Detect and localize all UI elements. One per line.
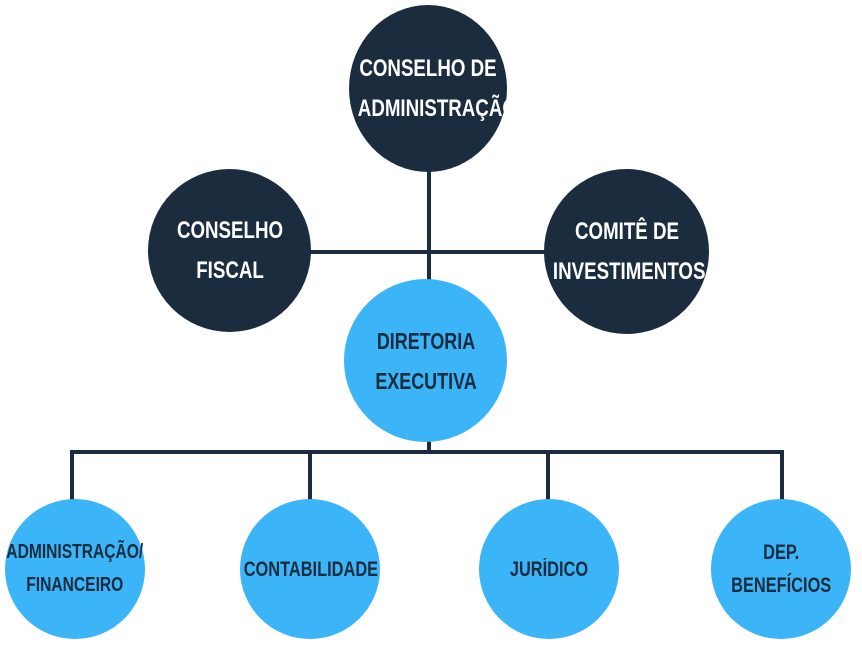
node-juridico: JURÍDICO <box>479 499 619 639</box>
node-label: CONSELHO DE ADMINISTRAÇÃO <box>357 54 517 122</box>
node-administracao-financeiro: ADMINISTRAÇÃO/ FINANCEIRO <box>5 499 145 639</box>
node-conselho-fiscal: CONSELHO FISCAL <box>148 169 311 332</box>
node-conselho-administracao: CONSELHO DE ADMINISTRAÇÃO <box>349 5 517 172</box>
node-contabilidade: CONTABILIDADE <box>240 499 380 639</box>
node-label: CONTABILIDADE <box>243 557 379 581</box>
node-label: ADMINISTRAÇÃO/ FINANCEIRO <box>6 541 144 596</box>
node-label: DIRETORIA EXECUTIVA <box>374 327 477 394</box>
node-label: CONSELHO FISCAL <box>176 216 283 284</box>
node-comite-investimentos: COMITÊ DE INVESTIMENTOS <box>544 169 709 334</box>
node-dep-beneficios: DEP. BENEFÍCIOS <box>711 499 851 639</box>
node-label: COMITÊ DE INVESTIMENTOS <box>552 217 705 285</box>
node-diretoria-executiva: DIRETORIA EXECUTIVA <box>344 279 507 442</box>
node-label: JURÍDICO <box>509 557 589 581</box>
node-label: DEP. BENEFÍCIOS <box>730 541 832 597</box>
